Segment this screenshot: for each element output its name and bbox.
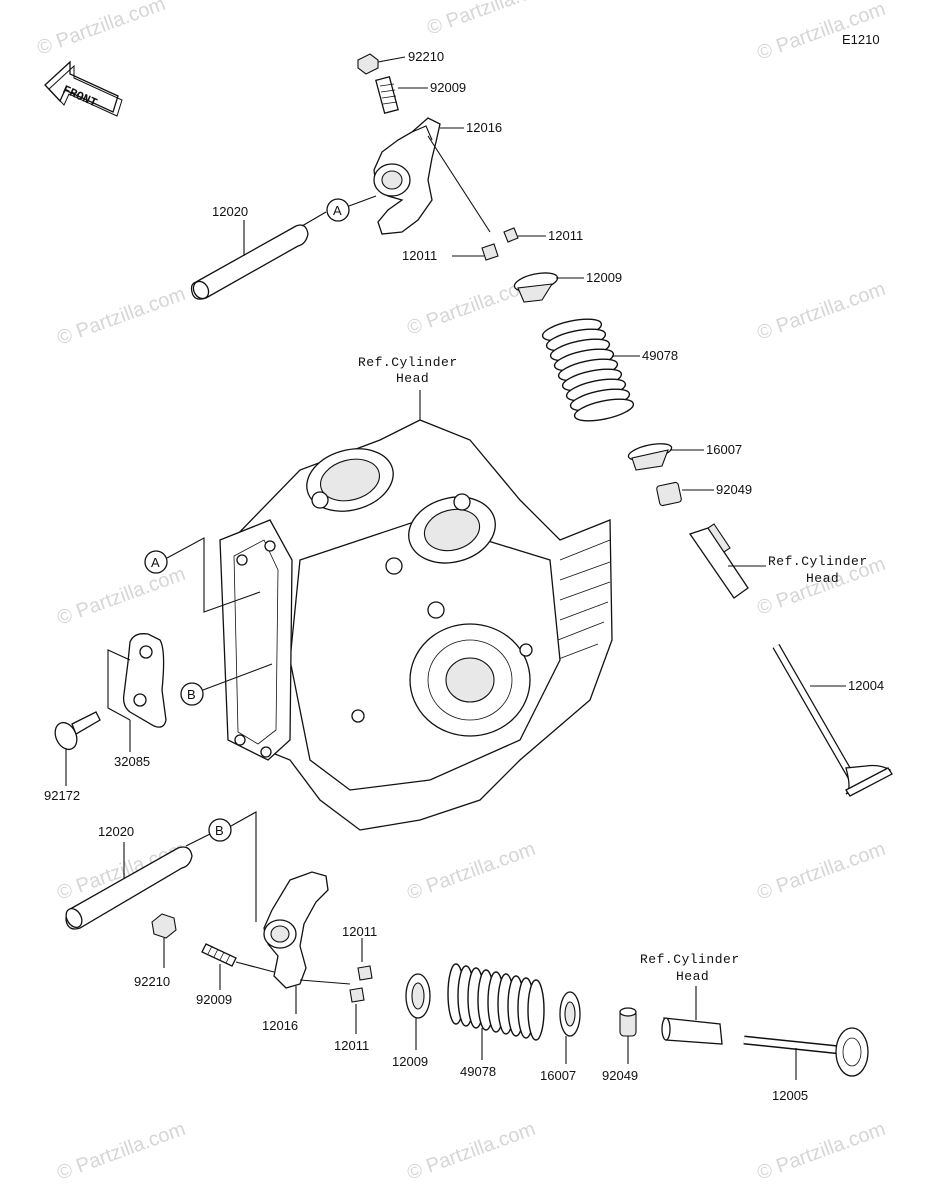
watermark: © Partzilla.com <box>424 0 558 40</box>
valve-spring-bottom <box>447 963 545 1041</box>
watermark: © Partzilla.com <box>34 0 168 60</box>
watermark: © Partzilla.com <box>404 1118 538 1185</box>
plate-32085: 32085 <box>107 633 167 769</box>
label-12009-bottom: 12009 <box>392 1054 428 1069</box>
label-12005: 12005 <box>772 1088 808 1103</box>
watermark: © Partzilla.com <box>754 838 888 905</box>
spring-seat-top <box>627 443 704 471</box>
label-12004: 12004 <box>848 678 884 693</box>
callout-b-head <box>180 682 204 706</box>
callouts-head: A B <box>144 537 273 706</box>
label-92049-top: 92049 <box>716 482 752 497</box>
label-92172: 92172 <box>44 788 80 803</box>
label-92009-bottom: 92009 <box>196 992 232 1007</box>
callout-b-bottom <box>208 818 232 842</box>
ref-cylinder-head-top-l2: Head <box>396 371 429 386</box>
label-92049-bottom: 92049 <box>602 1068 638 1083</box>
nut-top <box>357 53 406 75</box>
label-16007-top: 16007 <box>706 442 742 457</box>
callout-b-bottom-label: B <box>215 823 224 838</box>
top-rocker-assembly: 92210 92009 12016 12020 <box>190 49 678 422</box>
label-12011-bottom-top: 12011 <box>342 924 377 939</box>
spring-retainer-top <box>513 272 584 303</box>
watermark: © Partzilla.com <box>54 563 188 630</box>
watermark: © Partzilla.com <box>754 1118 888 1185</box>
watermark: © Partzilla.com <box>54 1118 188 1185</box>
callout-a-top <box>326 198 350 222</box>
ref-cylinder-head-top-l1: Ref.Cylinder <box>358 355 458 370</box>
label-12016-bottom: 12016 <box>262 1018 298 1033</box>
rocker-arm-top <box>373 117 491 235</box>
right-valve-parts: 16007 92049 Ref.Cylinder Head 12004 <box>627 442 893 797</box>
cylinder-head: Ref.Cylinder Head <box>219 355 613 831</box>
callout-a-top-label: A <box>333 203 342 218</box>
label-92210-bottom: 92210 <box>134 974 170 989</box>
bottom-rocker-assembly: 12020 B 12016 92210 92009 12011 <box>65 811 377 1053</box>
ref-cylinder-head-bottom-l1: Ref.Cylinder <box>640 952 740 967</box>
screw-92172: 92172 <box>44 711 101 803</box>
rocker-shaft-top <box>190 211 327 300</box>
valve-guide-right <box>688 523 766 599</box>
label-12011-top-left: 12011 <box>402 248 437 263</box>
label-92009-top: 92009 <box>430 80 466 95</box>
valve-spring-top <box>541 318 635 422</box>
diagram-code: E1210 <box>842 32 880 47</box>
bottom-valve-train: 12009 49078 16007 92049 Ref.Cylinder Hea… <box>392 952 869 1103</box>
ref-cylinder-head-right-l2: Head <box>806 571 839 586</box>
valve-stem-seal-top <box>656 481 714 507</box>
label-49078-bottom: 49078 <box>460 1064 496 1079</box>
adjusting-screw-top <box>375 75 428 115</box>
ref-cylinder-head-right-l1: Ref.Cylinder <box>768 554 868 569</box>
label-16007-bottom: 16007 <box>540 1068 576 1083</box>
ref-cylinder-head-bottom-l2: Head <box>676 969 709 984</box>
label-49078-top: 49078 <box>642 348 678 363</box>
cotter-top-right <box>503 227 546 243</box>
label-12020-bottom: 12020 <box>98 824 134 839</box>
label-12011-bottom-bot: 12011 <box>334 1038 369 1053</box>
label-12016-top: 12016 <box>466 120 502 135</box>
label-12009-top: 12009 <box>586 270 622 285</box>
label-32085: 32085 <box>114 754 150 769</box>
label-12011-top-right: 12011 <box>548 228 583 243</box>
front-arrow-icon: FRONT <box>44 60 123 117</box>
callout-a-head <box>144 550 168 574</box>
watermark: © Partzilla.com <box>754 278 888 345</box>
watermark: © Partzilla.com <box>404 838 538 905</box>
watermark: © Partzilla.com <box>54 283 188 350</box>
cotter-top-left <box>452 243 499 261</box>
label-92210-top: 92210 <box>408 49 444 64</box>
label-12020-top: 12020 <box>212 204 248 219</box>
intake-valve <box>772 644 893 797</box>
callout-a-head-label: A <box>151 555 160 570</box>
callout-b-head-label: B <box>187 687 196 702</box>
